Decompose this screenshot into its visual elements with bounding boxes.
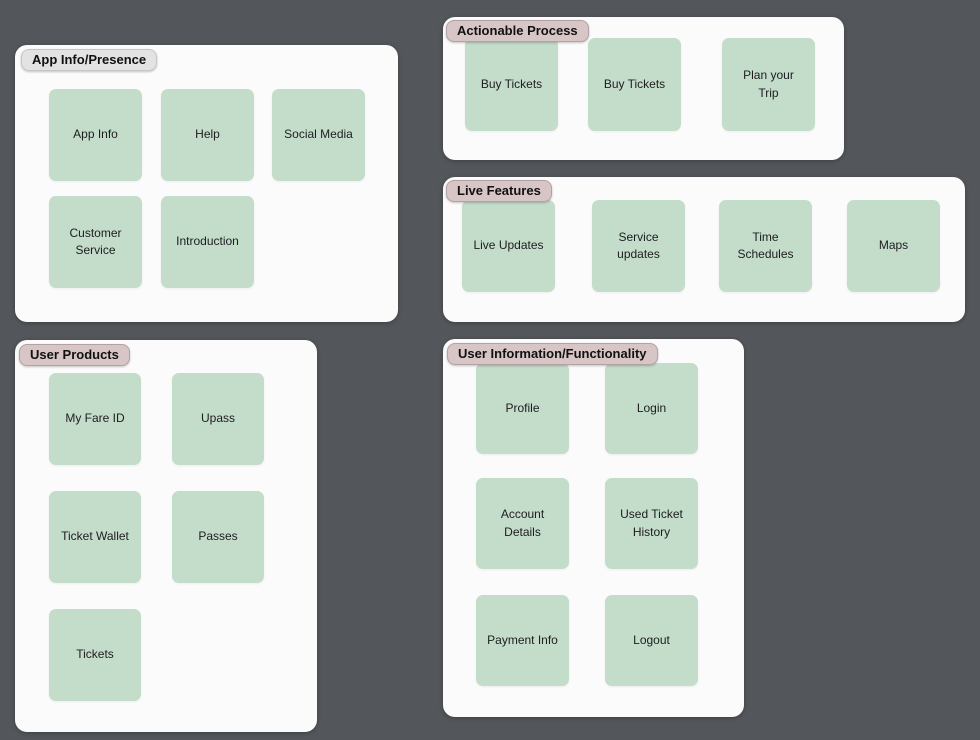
- sticky-note-customer-service[interactable]: Customer Service: [49, 196, 142, 288]
- sticky-note-live-updates[interactable]: Live Updates: [462, 200, 555, 292]
- sticky-note-used-ticket-history[interactable]: Used Ticket History: [605, 478, 698, 569]
- sticky-note-login[interactable]: Login: [605, 363, 698, 454]
- sticky-note-payment-info[interactable]: Payment Info: [476, 595, 569, 686]
- group-label-user-products[interactable]: User Products: [19, 344, 130, 366]
- sticky-note-account-details[interactable]: Account Details: [476, 478, 569, 569]
- sticky-note-plan-your-trip[interactable]: Plan your Trip: [722, 38, 815, 131]
- sticky-note-profile[interactable]: Profile: [476, 363, 569, 454]
- sticky-note-upass[interactable]: Upass: [172, 373, 264, 465]
- group-app-info-presence[interactable]: App Info/Presence App Info Help Social M…: [15, 45, 398, 322]
- sticky-note-buy-tickets-1[interactable]: Buy Tickets: [465, 38, 558, 131]
- group-label-user-information-functionality[interactable]: User Information/Functionality: [447, 343, 658, 365]
- sticky-note-help[interactable]: Help: [161, 89, 254, 181]
- sticky-note-time-schedules[interactable]: Time Schedules: [719, 200, 812, 292]
- sticky-note-introduction[interactable]: Introduction: [161, 196, 254, 288]
- sticky-note-buy-tickets-2[interactable]: Buy Tickets: [588, 38, 681, 131]
- group-label-actionable-process[interactable]: Actionable Process: [446, 20, 589, 42]
- group-label-live-features[interactable]: Live Features: [446, 180, 552, 202]
- group-label-app-info-presence[interactable]: App Info/Presence: [21, 49, 158, 71]
- sticky-note-logout[interactable]: Logout: [605, 595, 698, 686]
- sticky-note-service-updates[interactable]: Service updates: [592, 200, 685, 292]
- group-user-information-functionality[interactable]: User Information/Functionality Profile L…: [443, 339, 744, 717]
- group-user-products[interactable]: User Products My Fare ID Upass Ticket Wa…: [15, 340, 317, 732]
- sticky-note-passes[interactable]: Passes: [172, 491, 264, 583]
- sticky-note-ticket-wallet[interactable]: Ticket Wallet: [49, 491, 141, 583]
- group-live-features[interactable]: Live Features Live Updates Service updat…: [443, 177, 965, 322]
- sticky-note-social-media[interactable]: Social Media: [272, 89, 365, 181]
- sticky-note-my-fare-id[interactable]: My Fare ID: [49, 373, 141, 465]
- sticky-note-app-info[interactable]: App Info: [49, 89, 142, 181]
- sticky-note-tickets[interactable]: Tickets: [49, 609, 141, 701]
- sticky-note-maps[interactable]: Maps: [847, 200, 940, 292]
- group-actionable-process[interactable]: Actionable Process Buy Tickets Buy Ticke…: [443, 17, 844, 160]
